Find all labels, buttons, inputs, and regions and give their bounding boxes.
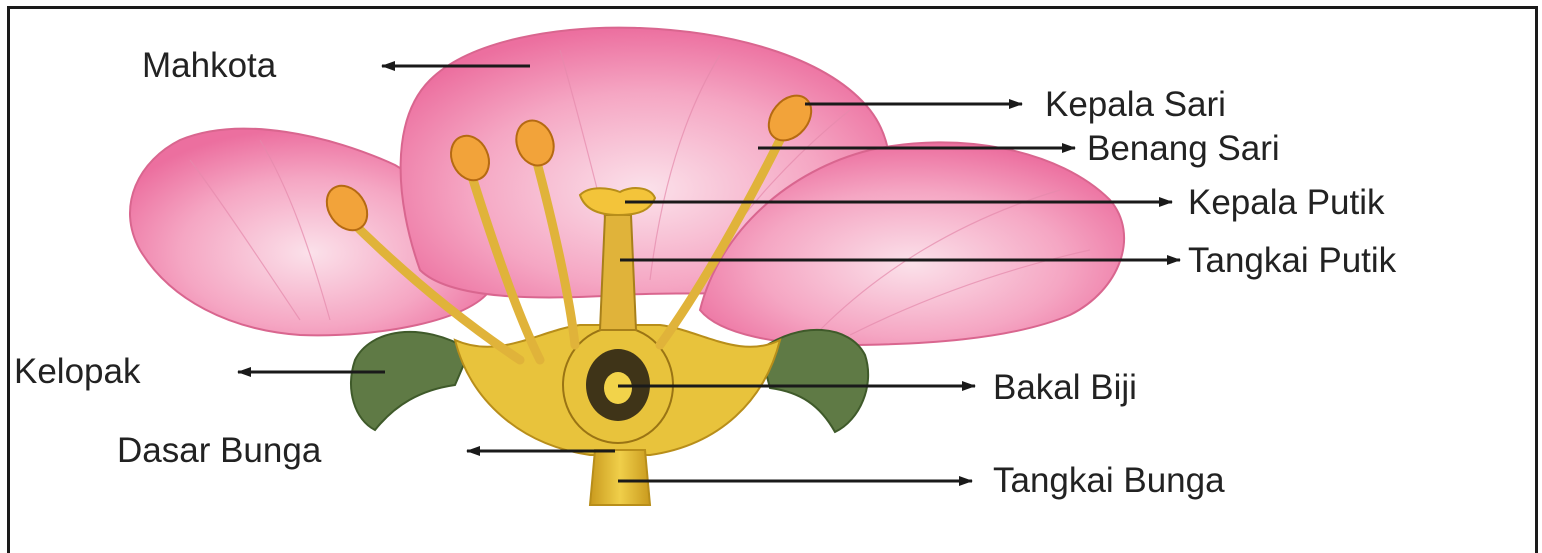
label-benang-sari: Benang Sari [1087,131,1280,166]
style [600,215,636,330]
label-mahkota: Mahkota [142,48,276,83]
flower-stalk [590,450,650,505]
label-kelopak: Kelopak [14,354,140,389]
label-tangkai-bunga: Tangkai Bunga [993,463,1225,498]
sepal-left [351,332,470,430]
label-bakal-biji: Bakal Biji [993,370,1137,405]
label-tangkai-putik: Tangkai Putik [1188,243,1396,278]
label-kepala-putik: Kepala Putik [1188,185,1385,220]
label-kepala-sari: Kepala Sari [1045,87,1226,122]
ovule [604,372,632,404]
label-dasar-bunga: Dasar Bunga [117,433,321,468]
